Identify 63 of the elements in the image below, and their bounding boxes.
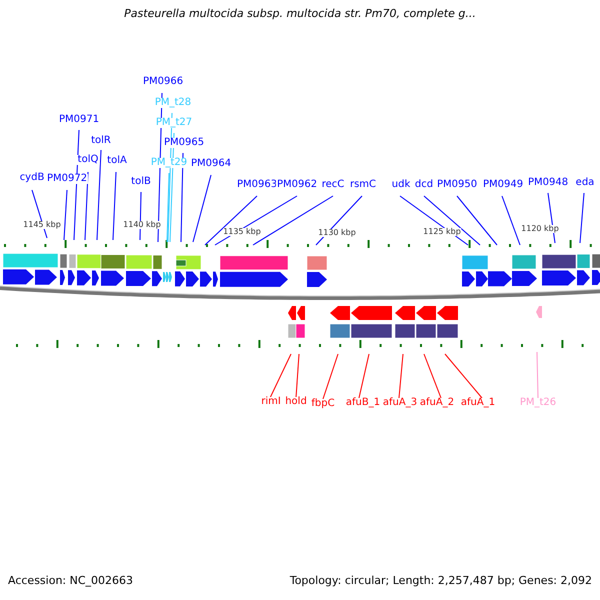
gene-label: PM0949 (482, 180, 524, 190)
gene-label: PM_t26 (518, 398, 558, 408)
scale-label: 1140 kbp (123, 221, 161, 229)
gene-label: udk (390, 180, 412, 190)
leader-line (74, 130, 80, 240)
leader-line (96, 150, 102, 240)
leader-line (398, 354, 404, 398)
gene-label: cydB (18, 173, 46, 183)
gene-label: afuB_1 (344, 398, 382, 408)
leader-line (32, 190, 48, 238)
leader-line (252, 196, 334, 246)
leader-line (84, 172, 88, 240)
gene-label: PM0971 (58, 115, 100, 125)
leader-line (502, 196, 520, 246)
gene-label: PM0964 (190, 159, 232, 169)
gene-label: tolQ (76, 155, 100, 165)
scale-label: 1145 kbp (23, 221, 61, 229)
gene-label: recC (320, 180, 346, 190)
leader-line (536, 352, 538, 398)
leader-line (322, 354, 338, 400)
scale-label: 1120 kbp (521, 225, 559, 233)
gene-label: afuA_3 (382, 398, 418, 408)
leader-line (296, 354, 300, 398)
gene-label: PM0962 (276, 180, 318, 190)
leader-line (192, 174, 212, 242)
gene-label: rsmC (348, 180, 378, 190)
scale-label: 1125 kbp (423, 228, 461, 236)
gene-label: rimI (260, 397, 282, 407)
leader-line (180, 152, 184, 242)
scale-label: 1135 kbp (223, 228, 261, 236)
gene-label: PM0966 (142, 77, 184, 87)
leader-line (270, 354, 292, 398)
leader-line (424, 354, 442, 398)
accession-text: Accession: NC_002663 (8, 575, 134, 586)
gene-label: PM0948 (526, 178, 570, 188)
genome-info-text: Topology: circular; Length: 2,257,487 bp; Genes: 2,092 (290, 575, 592, 586)
scale-label: 1130 kbp (318, 229, 356, 237)
gene-label: fbpC (310, 399, 336, 409)
gene-label: tolB (130, 177, 152, 187)
gene-label: hold (284, 397, 308, 407)
gene-label: PM0963 (236, 180, 278, 190)
gene-label: afuA_2 (418, 398, 456, 408)
gene-label: PM0965 (162, 138, 206, 148)
leader-line (580, 192, 584, 244)
gene-label: PM_t29 (150, 158, 188, 168)
gene-label: PM_t28 (154, 98, 192, 108)
gene-label: tolR (90, 136, 112, 146)
gene-label: PM0950 (436, 180, 478, 190)
leader-line (64, 190, 68, 240)
leader-line (358, 354, 370, 398)
gene-label: afuA_1 (460, 398, 496, 408)
title: Pasteurella multocida subsp. multocida str. Pm70, complete g... (123, 8, 477, 19)
gene-label: tolA (106, 156, 128, 166)
leader-line (456, 196, 498, 246)
leader-line (204, 196, 258, 246)
leader-line (166, 172, 170, 242)
gene-label: PM0972 (46, 174, 88, 184)
gene-label: eda (574, 178, 596, 188)
leader-line (424, 196, 480, 246)
leader-line (444, 354, 482, 398)
gene-label: dcd (414, 180, 434, 190)
leader-line (112, 172, 116, 240)
gene-label: PM_t27 (154, 118, 194, 128)
